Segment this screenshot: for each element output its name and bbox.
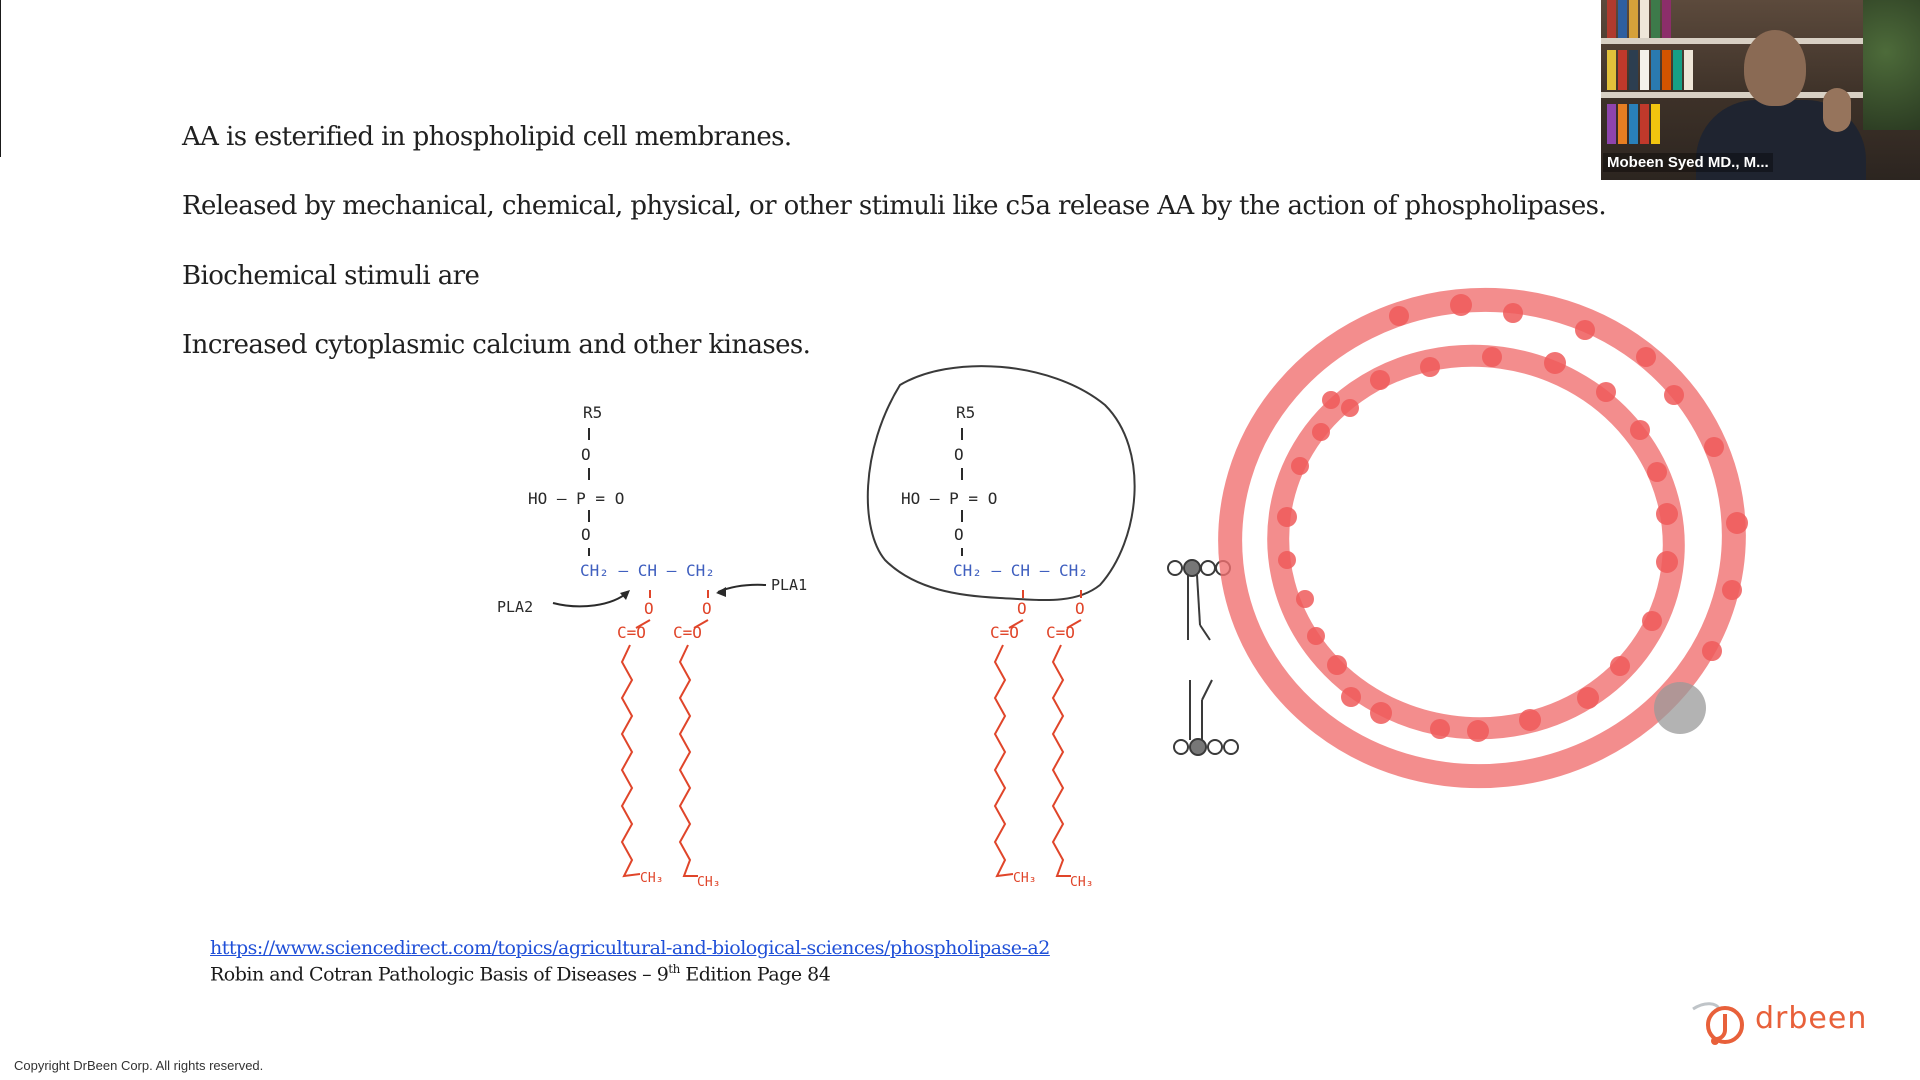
o-label: O xyxy=(581,525,591,544)
o-label: O xyxy=(1017,599,1027,618)
methyl-label: CH₃ xyxy=(1013,871,1036,886)
drbeen-logo: drbeen xyxy=(1683,995,1863,1051)
o-label: O xyxy=(1075,599,1085,618)
carbonyl-label: C=O xyxy=(990,623,1019,642)
presenter-head xyxy=(1744,30,1806,106)
carbonyl-label: C=O xyxy=(673,623,702,642)
reference-book-ordinal: th xyxy=(668,962,680,976)
reference-book: Robin and Cotran Pathologic Basis of Dis… xyxy=(210,962,830,985)
copyright-notice: Copyright DrBeen Corp. All rights reserv… xyxy=(14,1058,263,1073)
o-label: O xyxy=(581,445,591,464)
presenter-hand xyxy=(1823,88,1851,132)
fatty-acid-chain xyxy=(622,645,640,876)
glycerol-backbone-label: CH₂ – CH – CH₂ xyxy=(953,561,1088,580)
fatty-acid-chain xyxy=(680,645,698,876)
participant-name: Mobeen Syed MD., M... xyxy=(1603,153,1773,172)
stethoscope-icon xyxy=(1683,995,1753,1051)
highlighter-annotation xyxy=(1207,275,1758,801)
methyl-label: CH₃ xyxy=(1070,875,1093,890)
carbonyl-label: C=O xyxy=(1046,623,1075,642)
laser-pointer xyxy=(1654,682,1706,734)
r5-label: R5 xyxy=(956,403,975,422)
pla2-label: PLA2 xyxy=(497,598,533,616)
fatty-acid-chain xyxy=(1053,645,1071,876)
plant xyxy=(1863,0,1920,130)
phospholipid-left: R5 O HO – P = O O CH₂ – CH – CH₂ O O C=O… xyxy=(497,403,807,890)
phospholipid-right: R5 O HO – P = O O CH₂ – CH – CH₂ O O C=O… xyxy=(868,366,1135,890)
o-label: O xyxy=(644,599,654,618)
methyl-label: CH₃ xyxy=(697,875,720,890)
glycerol-backbone-label: CH₂ – CH – CH₂ xyxy=(580,561,715,580)
ho-p-label: HO – P = O xyxy=(901,489,997,508)
ho-p-label: HO – P = O xyxy=(528,489,624,508)
pla2-arrow xyxy=(553,592,628,606)
o-label: O xyxy=(954,445,964,464)
logo-wordmark: drbeen xyxy=(1755,1001,1867,1036)
pla1-label: PLA1 xyxy=(771,576,807,594)
carbonyl-label: C=O xyxy=(617,623,646,642)
r5-label: R5 xyxy=(583,403,602,422)
fatty-acid-chain xyxy=(995,645,1013,876)
reference-book-title: Robin and Cotran Pathologic Basis of Dis… xyxy=(210,963,668,985)
o-label: O xyxy=(954,525,964,544)
reference-book-page: Edition Page 84 xyxy=(680,963,830,985)
o-label: O xyxy=(702,599,712,618)
webcam-tile[interactable]: Mobeen Syed MD., M... xyxy=(1601,0,1920,180)
methyl-label: CH₃ xyxy=(640,871,663,886)
reference-link[interactable]: https://www.sciencedirect.com/topics/agr… xyxy=(210,937,1050,959)
